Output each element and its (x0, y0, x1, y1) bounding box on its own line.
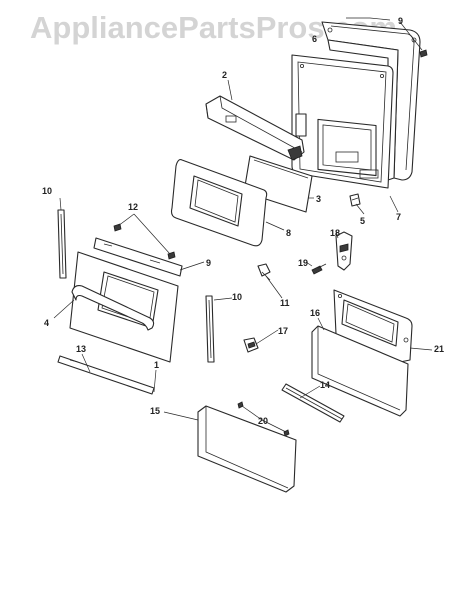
part-4-door-handle[interactable] (71, 285, 155, 331)
callout-9-lower: 9 (206, 258, 211, 268)
callout-2: 2 (222, 70, 227, 80)
part-15-drawer-panel[interactable] (197, 405, 297, 493)
callout-14: 14 (320, 380, 330, 390)
callout-11: 11 (280, 298, 290, 308)
part-10-side-trim-right[interactable] (205, 295, 215, 363)
part-19-screw[interactable] (311, 263, 327, 275)
part-9-trim-strip[interactable] (93, 237, 183, 277)
callout-17: 17 (278, 326, 288, 336)
callout-20: 20 (258, 416, 268, 426)
callout-9-top: 9 (398, 16, 403, 26)
callout-15: 15 (150, 406, 160, 416)
callout-10-left: 10 (42, 186, 52, 196)
part-9-top-screw[interactable] (419, 49, 428, 58)
part-11-latch-clip[interactable] (257, 263, 271, 281)
part-14-drawer-rail[interactable] (281, 383, 345, 423)
callout-7: 7 (396, 212, 401, 222)
part-8-outer-door-panel[interactable] (170, 159, 268, 247)
callout-6: 6 (312, 34, 317, 44)
callout-12: 12 (128, 202, 138, 212)
part-21-drawer-front[interactable] (311, 325, 409, 417)
callout-4: 4 (44, 318, 49, 328)
leader-lines (53, 17, 433, 433)
part-7-inner-liner[interactable] (291, 54, 394, 189)
callout-labels: 2 9 6 3 5 7 8 18 10 12 9 19 10 11 16 17 … (42, 16, 444, 426)
callout-18: 18 (330, 228, 340, 238)
part-2-vent-trim[interactable] (205, 95, 305, 161)
callout-16: 16 (310, 308, 320, 318)
callout-1: 1 (154, 360, 159, 370)
part-17-switch[interactable] (243, 337, 259, 353)
part-18-hinge[interactable] (335, 231, 353, 271)
callout-5: 5 (360, 216, 365, 226)
part-5-clip[interactable] (349, 193, 361, 207)
callout-8: 8 (286, 228, 291, 238)
callout-21: 21 (434, 344, 444, 354)
part-20-screws[interactable] (237, 401, 290, 437)
part-3-door-glass[interactable] (243, 155, 313, 213)
callout-13: 13 (76, 344, 86, 354)
part-16-drawer-frame[interactable] (333, 289, 413, 363)
callout-10-right: 10 (232, 292, 242, 302)
callout-19: 19 (298, 258, 308, 268)
callout-3: 3 (316, 194, 321, 204)
part-13-bottom-trim[interactable] (57, 355, 155, 395)
part-10-side-trim-left[interactable] (57, 209, 67, 279)
